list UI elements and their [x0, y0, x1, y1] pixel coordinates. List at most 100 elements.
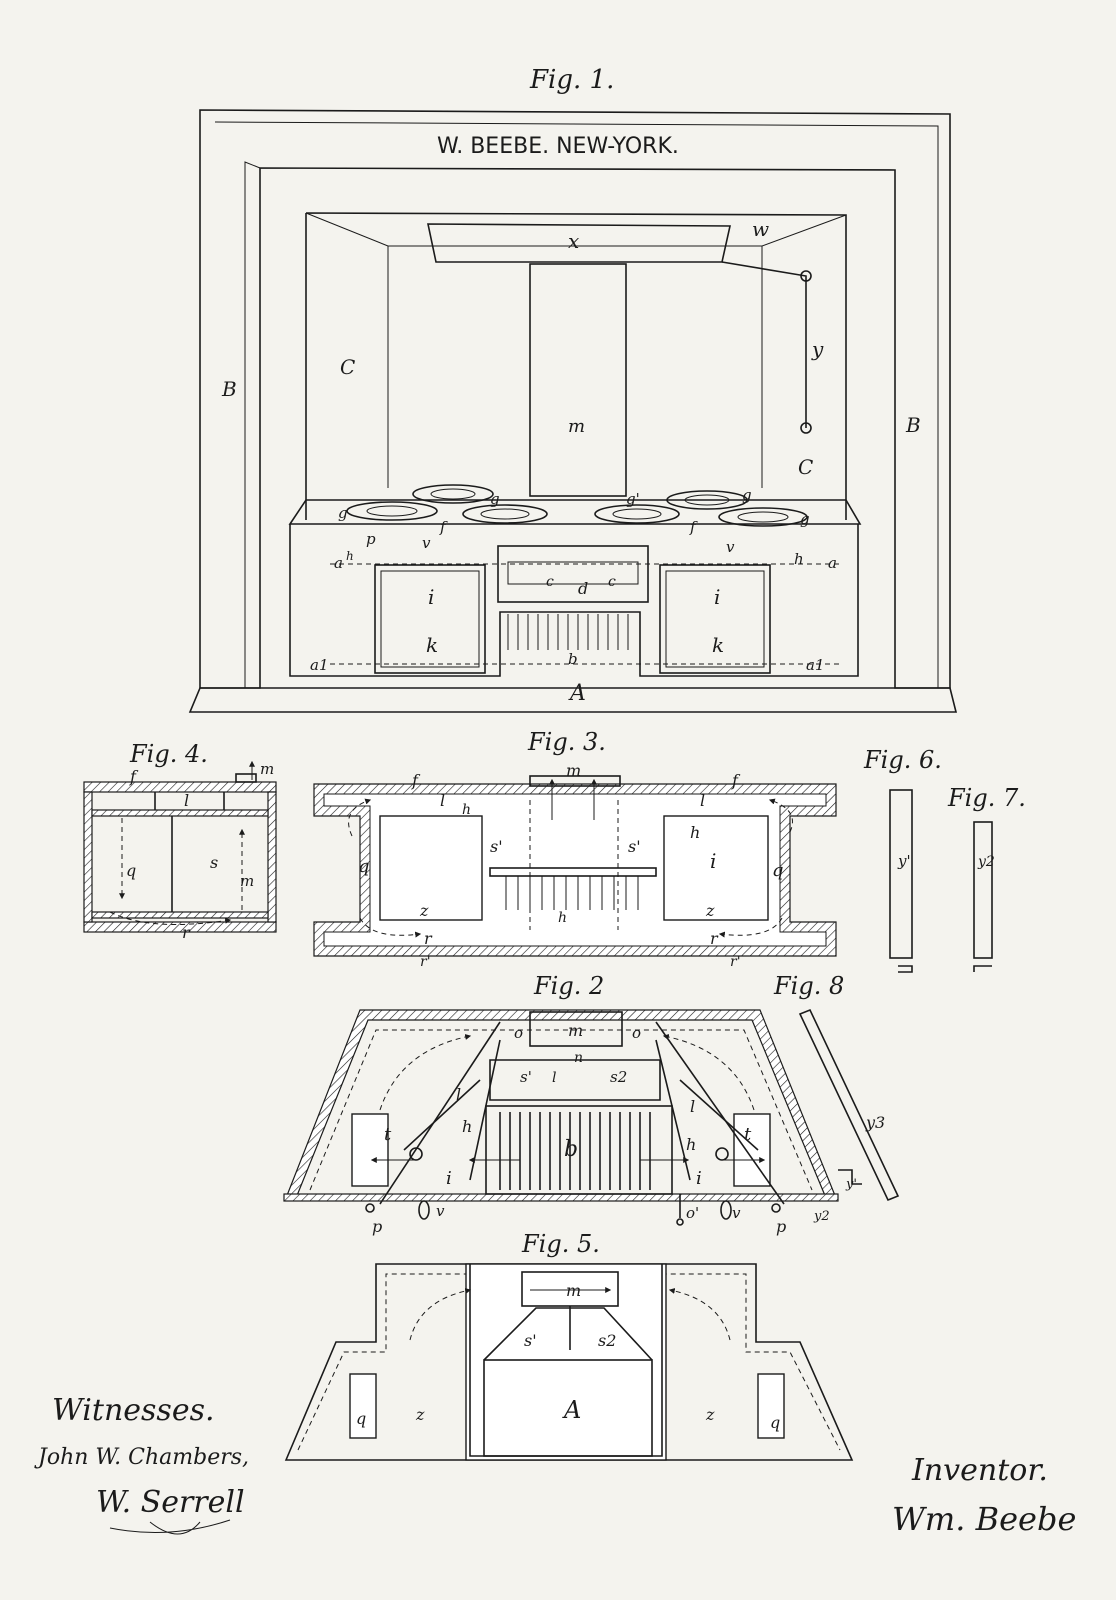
fig3-label-h3: h	[558, 910, 567, 926]
label-f1: f	[439, 518, 448, 536]
fig3-label-q2: q	[772, 860, 784, 881]
fig5-label-q2: q	[770, 1413, 780, 1432]
fig2-label-o1: o	[514, 1024, 523, 1042]
fig4-label-l: l	[184, 791, 189, 810]
label-f2: f	[689, 518, 698, 536]
range-top	[288, 499, 862, 525]
grate-b	[507, 614, 629, 650]
fig8-bar	[798, 1008, 900, 1202]
label-a1-right: a1	[806, 656, 825, 674]
fig2-label-y1: y'	[845, 1177, 857, 1192]
flue-m	[529, 263, 627, 497]
fig2-label-m: m	[568, 1021, 583, 1040]
fig7-label-y: y2	[977, 854, 995, 870]
fig5-label-z1: z	[415, 1405, 425, 1424]
oven-door-left	[374, 564, 486, 674]
label-b: b	[568, 650, 578, 668]
damper-rod-y	[721, 261, 807, 428]
inventor-name: Wm. Beebe	[892, 1500, 1076, 1538]
fig2-label-h2: h	[686, 1135, 696, 1154]
fig2-label-i2: i	[696, 1168, 702, 1189]
label-g1: g	[338, 504, 348, 522]
label-g2: g	[490, 490, 500, 508]
label-v1: v	[422, 534, 431, 552]
fig3-label-r1: r	[424, 929, 433, 948]
label-c2: c	[608, 574, 616, 590]
title-wbeebe: W. BEEBE. NEW-YORK.	[437, 134, 679, 159]
fig2-label-t1: t	[384, 1124, 392, 1145]
fig2-label-n: n	[574, 1050, 583, 1066]
fig7-caption: Fig. 7.	[947, 784, 1026, 812]
figure-1: Fig. 1. W. BEEBE. NEW-YORK.	[188, 65, 958, 713]
burner-g3	[462, 504, 548, 524]
fig3-caption: Fig. 3.	[527, 728, 606, 756]
label-g5: g	[800, 510, 810, 528]
fireplace-recess	[305, 212, 847, 520]
fig5-caption: Fig. 5.	[521, 1230, 600, 1258]
fig5-label-m: m	[566, 1281, 581, 1300]
fig2-label-s1: s'	[520, 1068, 532, 1086]
witness-name-2: W. Serrell	[96, 1485, 245, 1520]
label-h-left: h	[346, 549, 354, 563]
fig2-label-y3: y3	[865, 1113, 885, 1132]
label-B-left: B	[221, 377, 237, 401]
fig4-caption: Fig. 4.	[129, 740, 208, 768]
fig5-label-s1: s'	[524, 1331, 537, 1350]
fig3-label-q1: q	[358, 856, 370, 877]
fig5-label-A: A	[562, 1396, 581, 1424]
fig2-label-i1: i	[446, 1168, 452, 1189]
fig8-caption: Fig. 8	[773, 972, 844, 1000]
fig4-label-f: f	[129, 767, 139, 786]
label-g4: g	[742, 486, 752, 504]
witness-name-1: John W. Chambers,	[34, 1445, 249, 1470]
fig3-label-f1: f	[411, 771, 421, 790]
burner-g5	[666, 490, 748, 510]
label-B-right: B	[905, 413, 921, 437]
label-k-left: k	[426, 633, 438, 657]
fig2-label-p2: p	[776, 1217, 786, 1236]
fig2-label-s2: s2	[610, 1068, 627, 1086]
recess-back-wall	[305, 212, 847, 488]
label-k-right: k	[712, 633, 724, 657]
label-a-left: a	[334, 554, 343, 572]
fig2-label-b: b	[564, 1137, 578, 1162]
fig3-label-rp2: r'	[730, 954, 741, 970]
figure-6: Fig. 6. y'	[863, 746, 942, 973]
fig2-label-h1: h	[462, 1117, 472, 1136]
fig2-label-v2: v	[732, 1204, 741, 1222]
fig3-label-h1: h	[462, 802, 471, 818]
label-m: m	[568, 416, 585, 437]
label-A: A	[568, 681, 586, 706]
fig3-label-z2: z	[705, 901, 715, 920]
fig6-label-y: y'	[897, 852, 911, 870]
fig3-label-m: m	[566, 761, 581, 780]
fig4-label-m1: m	[260, 760, 274, 778]
mantel-frame-inner	[214, 121, 939, 688]
label-h-right: h	[794, 550, 804, 568]
fig4-label-q: q	[126, 861, 136, 880]
fig3-label-f2: f	[731, 771, 741, 790]
label-v2: v	[726, 538, 735, 556]
figure-3: Fig. 3. f f m l l s' s' h h h i	[313, 728, 837, 970]
figure-7: Fig. 7. y2	[947, 784, 1026, 972]
fig2-grate	[485, 1105, 673, 1195]
label-a-right: a	[828, 554, 837, 572]
witnesses-heading: Witnesses.	[52, 1393, 215, 1428]
fig2-label-l2: l	[456, 1085, 461, 1104]
label-y: y	[811, 337, 824, 361]
burner-g1	[346, 501, 438, 521]
label-i-left: i	[428, 585, 434, 609]
fig2-label-l3: l	[690, 1097, 695, 1116]
burner-g6	[718, 507, 808, 527]
fig3-label-i: i	[710, 849, 716, 873]
fire-door-d	[497, 545, 649, 603]
fig3-label-rp1: r'	[420, 954, 431, 970]
label-a1-left: a1	[310, 656, 329, 674]
fig4-label-m2: m	[240, 872, 254, 890]
fig3-label-z1: z	[419, 901, 429, 920]
fig2-caption: Fig. 2	[533, 972, 604, 1000]
hearth-base-A	[188, 687, 958, 713]
fig3-label-r2: r	[710, 929, 719, 948]
label-i-right: i	[714, 585, 720, 609]
